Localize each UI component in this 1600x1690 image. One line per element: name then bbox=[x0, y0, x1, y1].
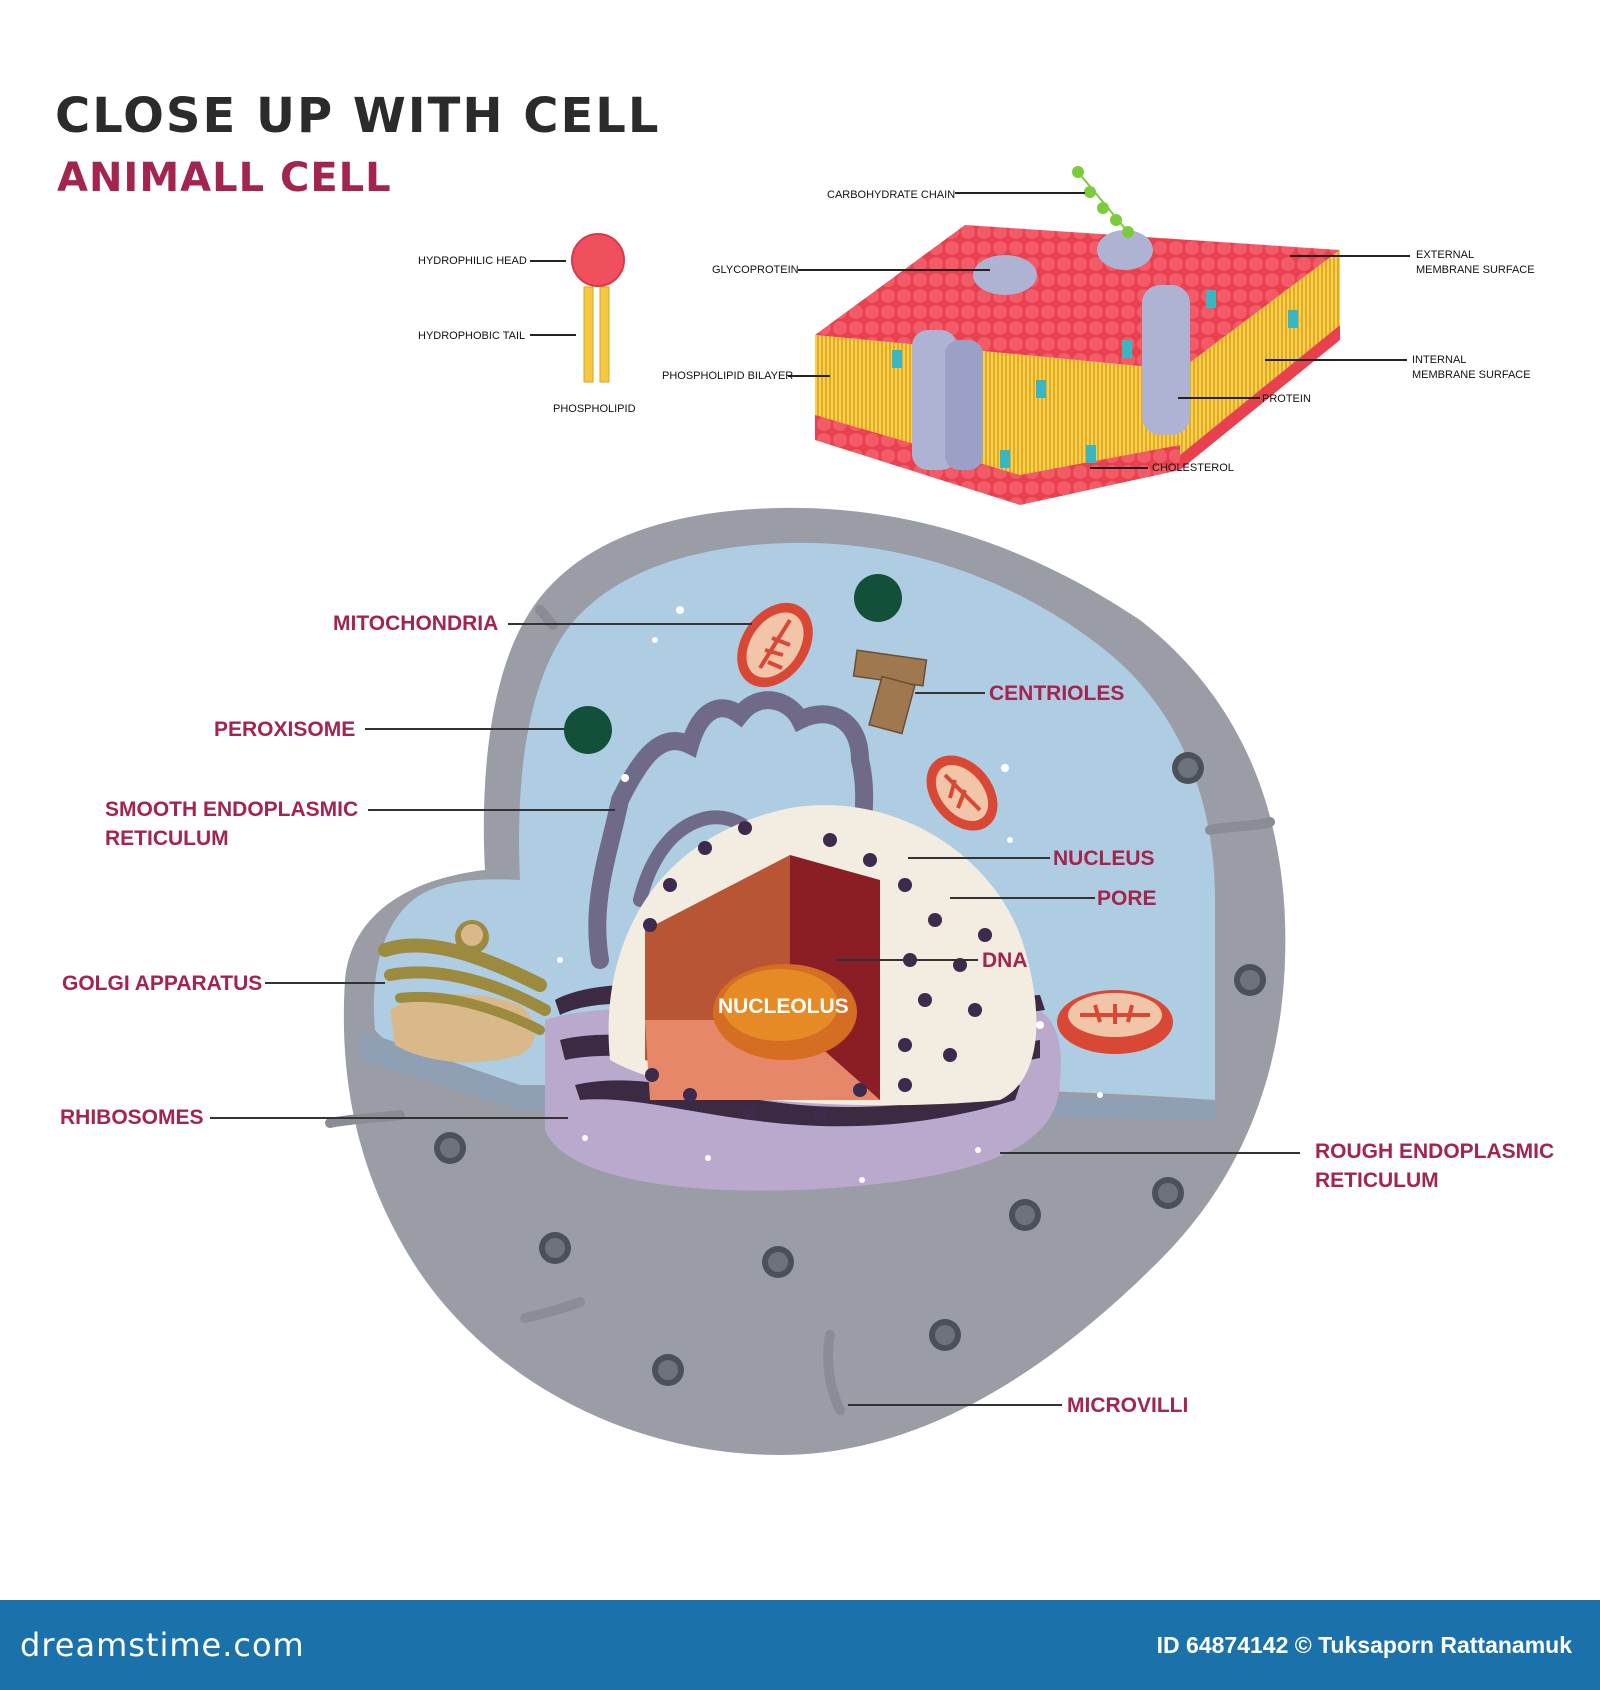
membrane-block bbox=[788, 166, 1410, 505]
label-protein: PROTEIN bbox=[1262, 393, 1311, 405]
label-nucleolus: NUCLEOLUS bbox=[718, 995, 849, 1018]
label-nucleus: NUCLEUS bbox=[1053, 847, 1155, 870]
cell-diagram-artwork bbox=[210, 166, 1410, 1455]
label-centrioles: CENTRIOLES bbox=[989, 682, 1125, 705]
label-glycoprotein: GLYCOPROTEIN bbox=[712, 264, 799, 276]
label-cholesterol: CHOLESTEROL bbox=[1152, 462, 1234, 474]
label-hydrophobic-tail: HYDROPHOBIC TAIL bbox=[418, 330, 526, 342]
label-phospholipid-bilayer: PHOSPHOLIPID BILAYER bbox=[662, 370, 794, 382]
label-smooth-er-1: SMOOTH ENDOPLASMIC bbox=[105, 798, 359, 821]
label-pore: PORE bbox=[1097, 887, 1157, 910]
label-rough-er-1: ROUGH ENDOPLASMIC bbox=[1315, 1140, 1555, 1163]
footer-bar: dreamstime.com ID 64874142 © Tuksaporn R… bbox=[0, 1600, 1600, 1690]
label-internal-surface-2: MEMBRANE SURFACE bbox=[1412, 369, 1531, 381]
label-carbohydrate-chain: CARBOHYDRATE CHAIN bbox=[827, 189, 956, 201]
label-rough-er-2: RETICULUM bbox=[1315, 1169, 1439, 1192]
label-peroxisome: PEROXISOME bbox=[214, 718, 356, 741]
page-subtitle: ANIMALL CELL bbox=[57, 155, 392, 201]
label-dna: DNA bbox=[982, 949, 1028, 972]
label-mitochondria: MITOCHONDRIA bbox=[333, 612, 499, 635]
label-golgi-apparatus: GOLGI APPARATUS bbox=[62, 972, 263, 995]
animal-cell bbox=[210, 507, 1300, 1455]
footer-credit: ID 64874142 © Tuksaporn Rattanamuk bbox=[1156, 1632, 1572, 1658]
label-external-surface-2: MEMBRANE SURFACE bbox=[1416, 264, 1535, 276]
label-smooth-er-2: RETICULUM bbox=[105, 827, 229, 850]
footer-brand[interactable]: dreamstime.com bbox=[20, 1626, 305, 1664]
label-external-surface-1: EXTERNAL bbox=[1416, 249, 1475, 261]
label-microvilli: MICROVILLI bbox=[1067, 1394, 1189, 1417]
phospholipid-illustration bbox=[530, 233, 625, 383]
label-phospholipid: PHOSPHOLIPID bbox=[553, 403, 636, 415]
label-hydrophilic-head: HYDROPHILIC HEAD bbox=[418, 255, 527, 267]
label-internal-surface-1: INTERNAL bbox=[1412, 354, 1467, 366]
page-title: CLOSE UP WITH CELL bbox=[55, 88, 661, 144]
label-ribosomes: RHIBOSOMES bbox=[60, 1106, 204, 1129]
peroxisome-top bbox=[854, 574, 902, 622]
